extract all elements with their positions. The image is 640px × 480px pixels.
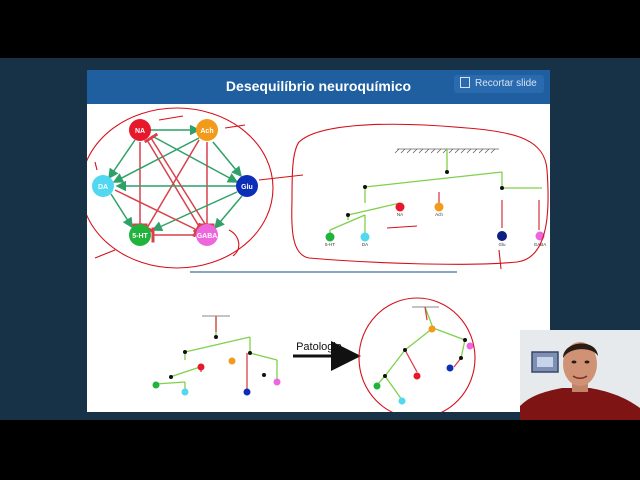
slide-panel: Desequilíbrio neuroquímico Recortar slid…	[87, 70, 550, 412]
node-glu: Glu	[236, 175, 258, 197]
healthy-tree	[153, 316, 281, 396]
top-black-bar	[0, 0, 640, 58]
webcam-overlay	[520, 330, 640, 420]
node-label-na: NA	[135, 128, 145, 135]
node-ach: Ach	[196, 119, 218, 141]
network-edges	[109, 130, 242, 235]
node-gaba: GABA	[196, 224, 218, 246]
tree-node-na	[396, 203, 405, 212]
annotation-stroke-ach	[225, 125, 245, 128]
annotation-connector	[259, 175, 303, 180]
tree-node-glu	[497, 231, 507, 241]
node-da: DA	[92, 175, 114, 197]
tree-label-5ht: 5-HT	[325, 242, 335, 247]
annotation-underline	[387, 226, 417, 228]
annotation-stroke-left	[95, 250, 115, 258]
slide-diagram: NA Ach DA Glu 5-HT GABA	[87, 70, 550, 412]
arrow-label: Patologia	[296, 341, 343, 353]
tree-node-5ht	[326, 233, 335, 242]
edge-da-5ht	[111, 194, 132, 227]
hierarchy-tree: NA Ach 5-HT DA Glu GABA	[325, 149, 546, 247]
tree-label-da: DA	[362, 242, 368, 247]
edge-da-gaba	[115, 190, 197, 230]
node-label-glu: Glu	[241, 184, 253, 191]
annotation-tick	[95, 162, 97, 170]
tree-label-na: NA	[397, 212, 403, 217]
red-annotations	[87, 108, 548, 412]
node-label-5ht: 5-HT	[132, 233, 148, 240]
node-label-ach: Ach	[200, 128, 213, 135]
node-5ht: 5-HT	[129, 224, 151, 246]
tree-label-ach: Ach	[435, 212, 443, 217]
presenter-video	[520, 330, 640, 420]
tree-label-glu: Glu	[498, 242, 506, 247]
annotation-stroke-na	[159, 116, 183, 120]
tree-node-da	[361, 233, 370, 242]
edge-na-da	[109, 140, 135, 178]
tree-node-ach	[435, 203, 444, 212]
node-na: NA	[129, 119, 151, 141]
bottom-black-bar	[0, 420, 640, 480]
node-label-gaba: GABA	[197, 233, 218, 240]
edge-ach-da	[114, 138, 199, 182]
annotation-circle-pathology	[359, 298, 475, 412]
annotation-stroke-glu	[499, 250, 501, 269]
pathological-tree	[374, 307, 474, 405]
node-label-da: DA	[98, 184, 108, 191]
